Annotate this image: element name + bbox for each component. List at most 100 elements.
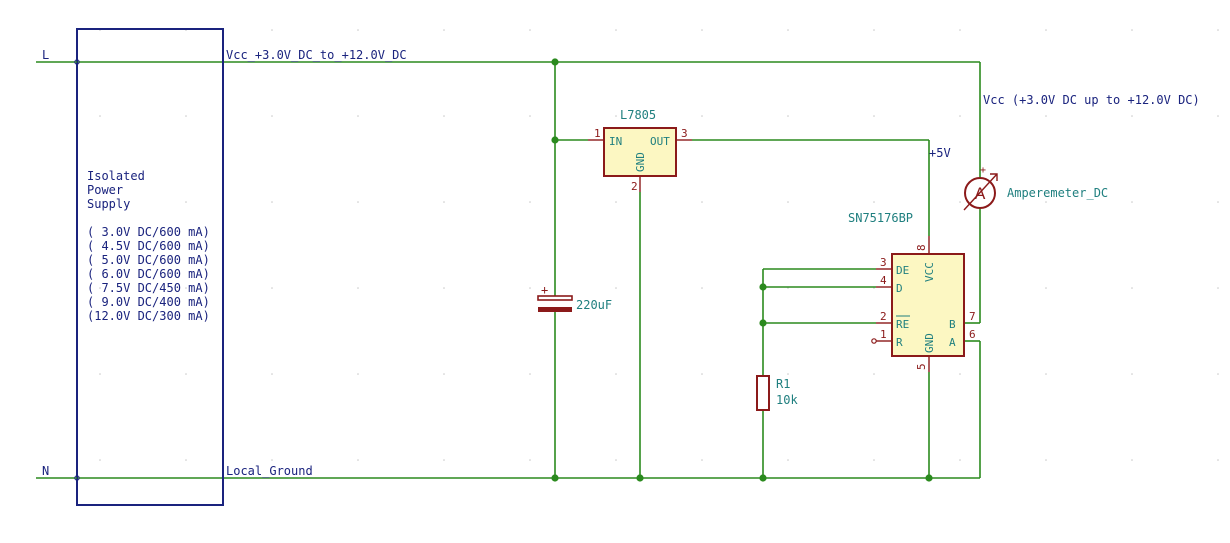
sn75176bp-transceiver[interactable]: SN75176BP 3 4 2 1 7 6 8 5 DE D RE R B A … bbox=[848, 211, 976, 372]
pin-n-label: N bbox=[42, 464, 49, 478]
ic-label-b: B bbox=[949, 318, 956, 331]
ic-num-re: 2 bbox=[880, 310, 887, 323]
cap-polarity: + bbox=[541, 283, 548, 297]
ic-label-d: D bbox=[896, 282, 903, 295]
pin-l-label: L bbox=[42, 48, 49, 62]
transceiver-body bbox=[891, 253, 965, 357]
transceiver-name: SN75176BP bbox=[848, 211, 913, 225]
grid-dot bbox=[99, 115, 101, 117]
ic-num-d: 4 bbox=[880, 274, 887, 287]
grid-dot bbox=[701, 373, 703, 375]
grid-dot bbox=[1217, 373, 1219, 375]
resistor-r1[interactable]: R1 10k bbox=[756, 375, 798, 411]
ic-num-b: 7 bbox=[969, 310, 976, 323]
ic-label-vcc: VCC bbox=[923, 262, 936, 282]
l7805-regulator[interactable]: L7805 1 3 2 IN OUT GND bbox=[588, 108, 692, 193]
grid-dot bbox=[443, 459, 445, 461]
grid-dot bbox=[99, 459, 101, 461]
grid-dot bbox=[873, 115, 875, 117]
isolated-power-supply[interactable]: L N Isolated Power Supply ( 3.0V DC/600 … bbox=[36, 28, 224, 506]
junction-dot bbox=[759, 319, 767, 327]
grid-dot bbox=[443, 29, 445, 31]
grid-dot bbox=[529, 201, 531, 203]
amperemeter-dc[interactable]: A + Amperemeter_DC bbox=[963, 165, 1108, 211]
grid-dot bbox=[787, 373, 789, 375]
grid-dot bbox=[959, 373, 961, 375]
grid-dot bbox=[443, 201, 445, 203]
grid-dot bbox=[615, 373, 617, 375]
junctions bbox=[551, 58, 933, 482]
net-label-5v: +5V bbox=[929, 146, 951, 160]
grid-dot bbox=[1217, 115, 1219, 117]
resistor-ref: R1 bbox=[776, 377, 790, 391]
grid-dot bbox=[701, 459, 703, 461]
grid-dot bbox=[1131, 459, 1133, 461]
grid-dot bbox=[1045, 459, 1047, 461]
grid-dot bbox=[529, 29, 531, 31]
ammeter-arrow-head bbox=[990, 173, 998, 181]
ic-label-r: R bbox=[896, 336, 903, 349]
grid-dot bbox=[1045, 201, 1047, 203]
grid-dot bbox=[271, 115, 273, 117]
ammeter-name: Amperemeter_DC bbox=[1007, 186, 1108, 200]
resistor-body bbox=[756, 375, 770, 411]
grid-dot bbox=[271, 287, 273, 289]
net-label-vcc: Vcc_+3.0V_DC_to_+12.0V_DC bbox=[226, 48, 407, 62]
grid-dot bbox=[615, 29, 617, 31]
ic-label-a: A bbox=[949, 336, 956, 349]
grid-dot bbox=[99, 201, 101, 203]
reg-label-gnd: GND bbox=[634, 152, 647, 172]
grid-dot bbox=[959, 29, 961, 31]
grid-dot bbox=[529, 287, 531, 289]
grid-dot bbox=[1217, 201, 1219, 203]
grid-dot bbox=[959, 201, 961, 203]
junction-dot bbox=[759, 474, 767, 482]
grid-dot bbox=[529, 115, 531, 117]
grid-dot bbox=[701, 29, 703, 31]
grid-dot bbox=[701, 287, 703, 289]
grid-dot bbox=[615, 115, 617, 117]
grid-dot bbox=[873, 29, 875, 31]
grid-dot bbox=[1217, 459, 1219, 461]
junction-dot bbox=[551, 136, 559, 144]
regulator-body bbox=[603, 127, 677, 177]
grid-dot bbox=[787, 459, 789, 461]
grid-dot bbox=[99, 373, 101, 375]
grid-dot bbox=[959, 459, 961, 461]
junction-dot bbox=[759, 283, 767, 291]
grid-dot bbox=[271, 29, 273, 31]
grid-dot bbox=[185, 287, 187, 289]
resistor-value: 10k bbox=[776, 393, 798, 407]
net-label-ground: Local_Ground bbox=[226, 464, 313, 478]
grid-dot bbox=[271, 459, 273, 461]
grid-dot bbox=[271, 373, 273, 375]
pin-n-marker bbox=[74, 475, 80, 481]
ic-label-re: RE bbox=[896, 318, 909, 331]
reg-label-in: IN bbox=[609, 135, 622, 148]
grid-dot bbox=[529, 373, 531, 375]
ic-num-vcc: 8 bbox=[915, 244, 928, 251]
grid-dot bbox=[357, 459, 359, 461]
grid-dots bbox=[99, 29, 1219, 461]
reg-num-out: 3 bbox=[681, 127, 688, 140]
grid-dot bbox=[1045, 29, 1047, 31]
junction-dot bbox=[636, 474, 644, 482]
reg-label-out: OUT bbox=[650, 135, 670, 148]
ic-label-de: DE bbox=[896, 264, 909, 277]
supply-title-line: Supply bbox=[87, 197, 130, 211]
ic-num-de: 3 bbox=[880, 256, 887, 269]
ammeter-plus: + bbox=[980, 165, 986, 176]
supply-rating: ( 4.5V DC/600 mA) bbox=[87, 239, 210, 253]
supply-title-line: Isolated bbox=[87, 169, 145, 183]
cap-plate-negative bbox=[538, 307, 572, 312]
grid-dot bbox=[1217, 287, 1219, 289]
supply-rating: ( 5.0V DC/600 mA) bbox=[87, 253, 210, 267]
ic-num-a: 6 bbox=[969, 328, 976, 341]
grid-dot bbox=[357, 373, 359, 375]
grid-dot bbox=[443, 115, 445, 117]
grid-dot bbox=[1131, 201, 1133, 203]
grid-dot bbox=[443, 373, 445, 375]
grid-dot bbox=[787, 201, 789, 203]
capacitor-220uf[interactable]: + 220uF bbox=[537, 283, 612, 312]
supply-title-line: Power bbox=[87, 183, 123, 197]
